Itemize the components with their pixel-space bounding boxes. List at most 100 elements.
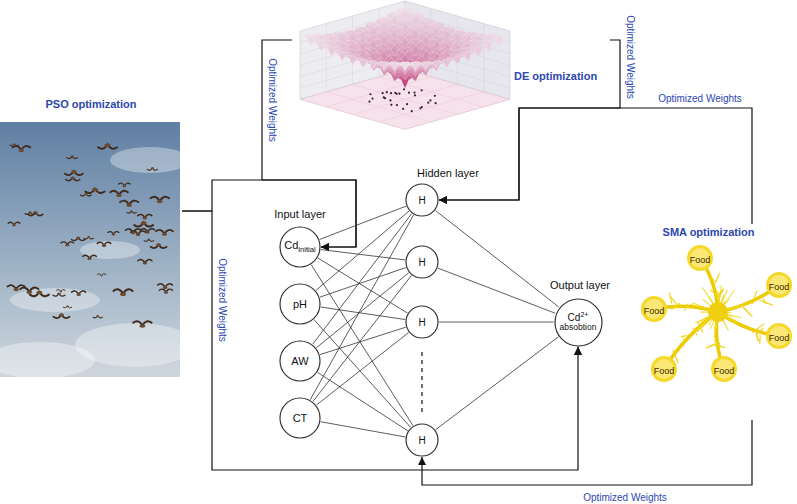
neuron-circle xyxy=(406,184,438,216)
bird-body xyxy=(13,143,16,145)
label-holder: Food xyxy=(654,360,675,378)
neuron-circle xyxy=(280,398,320,438)
output-name: absobtion xyxy=(560,323,597,332)
bird-body xyxy=(28,211,31,213)
bird-body xyxy=(92,188,98,192)
label-holder: Hidden layer xyxy=(417,163,479,181)
surface-cell xyxy=(402,62,409,70)
population-dot xyxy=(406,103,408,105)
surface-cell xyxy=(486,42,493,52)
bird-body xyxy=(164,291,168,293)
hidden-neuron: H xyxy=(405,423,439,457)
edge-label-holder: Optimized Weights xyxy=(583,487,667,504)
bird-body xyxy=(71,177,75,180)
bird xyxy=(147,168,157,170)
population-dot xyxy=(413,91,415,93)
weight-link xyxy=(318,372,408,430)
slime-mold-picture xyxy=(641,245,792,382)
text-group: DE optimization xyxy=(514,70,610,82)
input-neuron: pH xyxy=(279,283,321,325)
bird-body xyxy=(66,306,69,308)
slime-tendril xyxy=(753,324,764,332)
slime-tendril xyxy=(710,278,715,281)
edge-label: Optimized Weights xyxy=(217,258,228,342)
bird-body xyxy=(116,194,122,197)
slime-tendril xyxy=(752,291,756,304)
bird xyxy=(67,156,78,158)
input-neuron: CT xyxy=(279,397,321,439)
bird-body xyxy=(151,167,154,169)
population-dot xyxy=(383,96,385,98)
input-name: pH xyxy=(293,298,307,310)
edge-label-holder: Optimized Weights xyxy=(265,58,283,142)
neuron-circle xyxy=(280,284,320,324)
population-dot xyxy=(402,108,404,110)
text-group: H xyxy=(418,435,425,446)
bird-body xyxy=(26,291,32,294)
edge-label: Optimized Weights xyxy=(658,93,742,104)
bird-body xyxy=(143,217,147,220)
weight-link xyxy=(313,214,412,345)
text-group: SMA optimization xyxy=(622,226,795,238)
surface-cell xyxy=(307,36,314,46)
text-group: H xyxy=(418,195,425,206)
bird-body xyxy=(13,288,18,291)
population-dot xyxy=(389,99,391,101)
weight-link xyxy=(435,210,558,306)
population-dot xyxy=(421,89,423,91)
input-name: Cd xyxy=(284,239,298,251)
neuron-circle xyxy=(406,424,438,456)
text-group: H xyxy=(418,257,425,268)
bird-body xyxy=(100,275,103,277)
population-dot xyxy=(394,92,396,94)
food-blob-core xyxy=(654,359,674,379)
food-blob-core xyxy=(714,359,734,379)
population-dot xyxy=(386,91,388,93)
label-holder: Food xyxy=(714,360,735,378)
edge-label: Optimized Weights xyxy=(625,15,636,99)
surface-cell xyxy=(339,52,346,61)
bird-body xyxy=(87,236,90,238)
cloud xyxy=(10,288,100,312)
bird-body xyxy=(131,232,136,235)
weight-link xyxy=(439,322,554,323)
optimizer-title: DE optimization xyxy=(514,70,597,82)
slime-tendril xyxy=(763,299,766,304)
food-label: Food xyxy=(654,366,675,376)
label-holder: Food xyxy=(769,276,790,294)
edge-label-holder: Optimized Weights xyxy=(658,88,742,106)
bird-body xyxy=(76,237,80,239)
bird xyxy=(84,237,94,239)
weight-link xyxy=(320,327,406,354)
input-name: initial xyxy=(298,245,316,254)
hidden-name: H xyxy=(418,317,425,328)
neuron-circle xyxy=(280,227,320,267)
bird xyxy=(53,294,65,297)
bird xyxy=(72,238,85,241)
slime-tendril xyxy=(685,304,688,310)
input-neuron: AW xyxy=(279,340,321,382)
surface-cell xyxy=(465,52,472,61)
label-holder: Output layer xyxy=(550,275,610,293)
text-group: AW xyxy=(291,355,308,367)
bird-body xyxy=(59,314,64,317)
surface-cell xyxy=(370,61,377,70)
input-name: AW xyxy=(291,355,308,367)
bird-body xyxy=(141,221,147,224)
slime-tendril xyxy=(693,329,696,335)
weight-link xyxy=(321,250,405,260)
label-holder: Food xyxy=(644,300,665,318)
slime-tendril xyxy=(757,334,758,340)
bird xyxy=(127,211,137,213)
surface-cell xyxy=(496,36,503,46)
text-group: CT xyxy=(293,412,308,424)
surface-cell xyxy=(370,61,377,69)
label-holder: Food xyxy=(690,249,711,267)
population-dot xyxy=(429,99,431,101)
bird xyxy=(53,314,69,318)
optimizer-panel: SMA optimization xyxy=(622,224,795,420)
layer-label: Input layer xyxy=(274,208,325,220)
optimizer-panel: DE optimization xyxy=(292,0,610,135)
